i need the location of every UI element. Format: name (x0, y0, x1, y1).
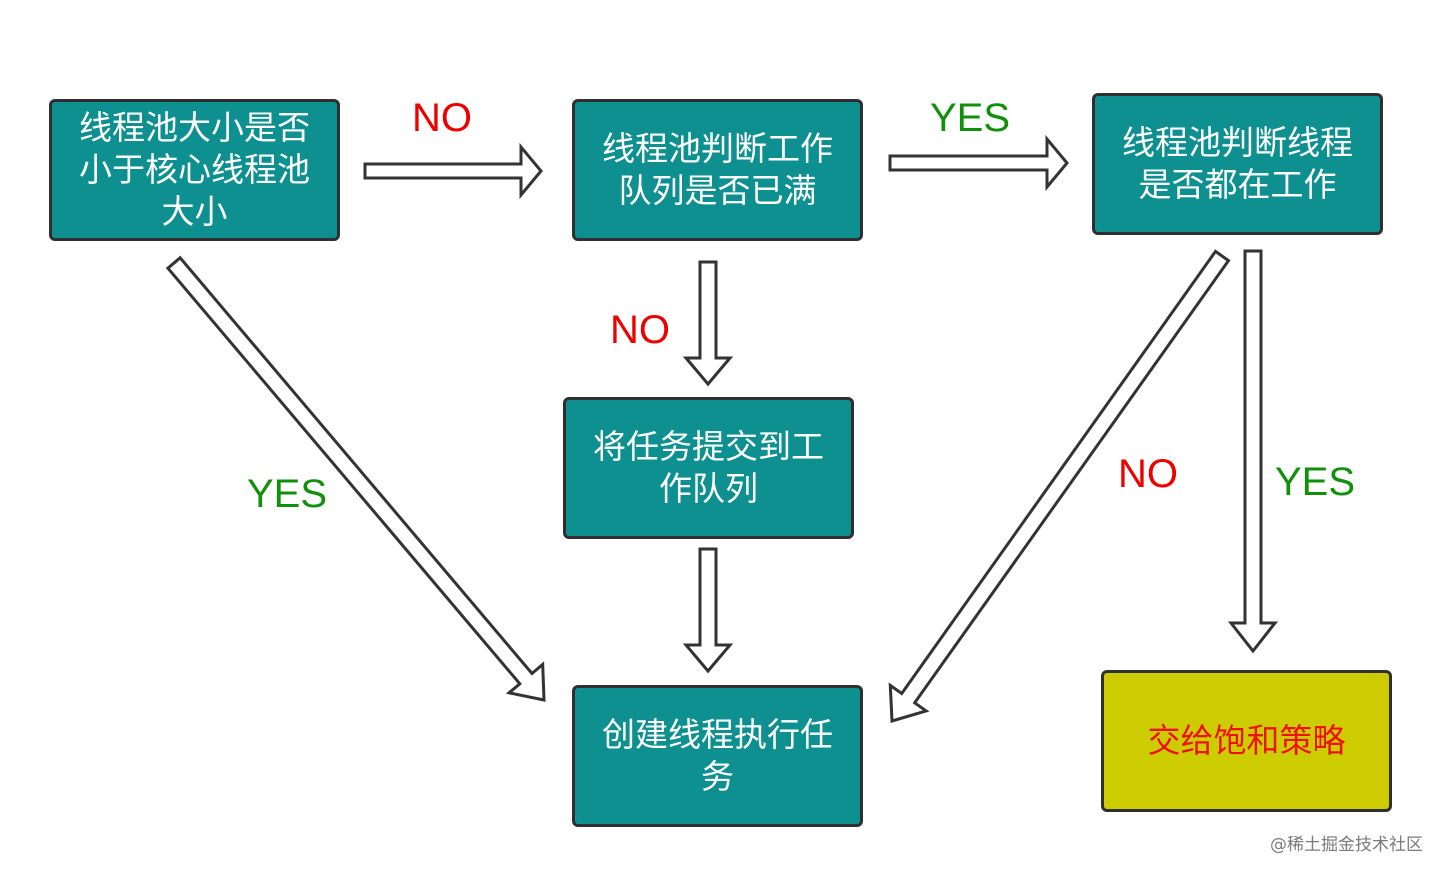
label-core-to-create: YES (247, 472, 328, 516)
node-check-queue-full: 线程池判断工作队列是否已满 (572, 99, 863, 241)
label-core-to-queue: NO (412, 96, 472, 140)
arrow-core-to-create (165, 255, 546, 702)
node-create-thread: 创建线程执行任务 (572, 685, 863, 827)
watermark: @稀土掘金技术社区 (1270, 835, 1423, 855)
node-check-core-size: 线程池大小是否小于核心线程池大小 (49, 99, 340, 241)
arrow-queue-to-enqueue (682, 260, 734, 387)
node-saturation-policy: 交给饱和策略 (1101, 670, 1392, 812)
node-enqueue-task: 将任务提交到工作队列 (563, 397, 854, 539)
label-busy-to-reject: YES (1275, 460, 1356, 504)
label-busy-to-create: NO (1118, 452, 1178, 496)
node-check-threads-busy: 线程池判断线程是否都在工作 (1092, 93, 1383, 235)
label-queue-to-enqueue: NO (610, 308, 670, 352)
label-queue-to-busy: YES (930, 96, 1011, 140)
arrow-queue-to-busy (888, 134, 1069, 192)
arrow-core-to-queue (363, 142, 543, 200)
arrow-busy-to-create (888, 249, 1231, 723)
arrow-busy-to-reject (1227, 249, 1279, 654)
arrow-enqueue-to-create (682, 547, 734, 674)
